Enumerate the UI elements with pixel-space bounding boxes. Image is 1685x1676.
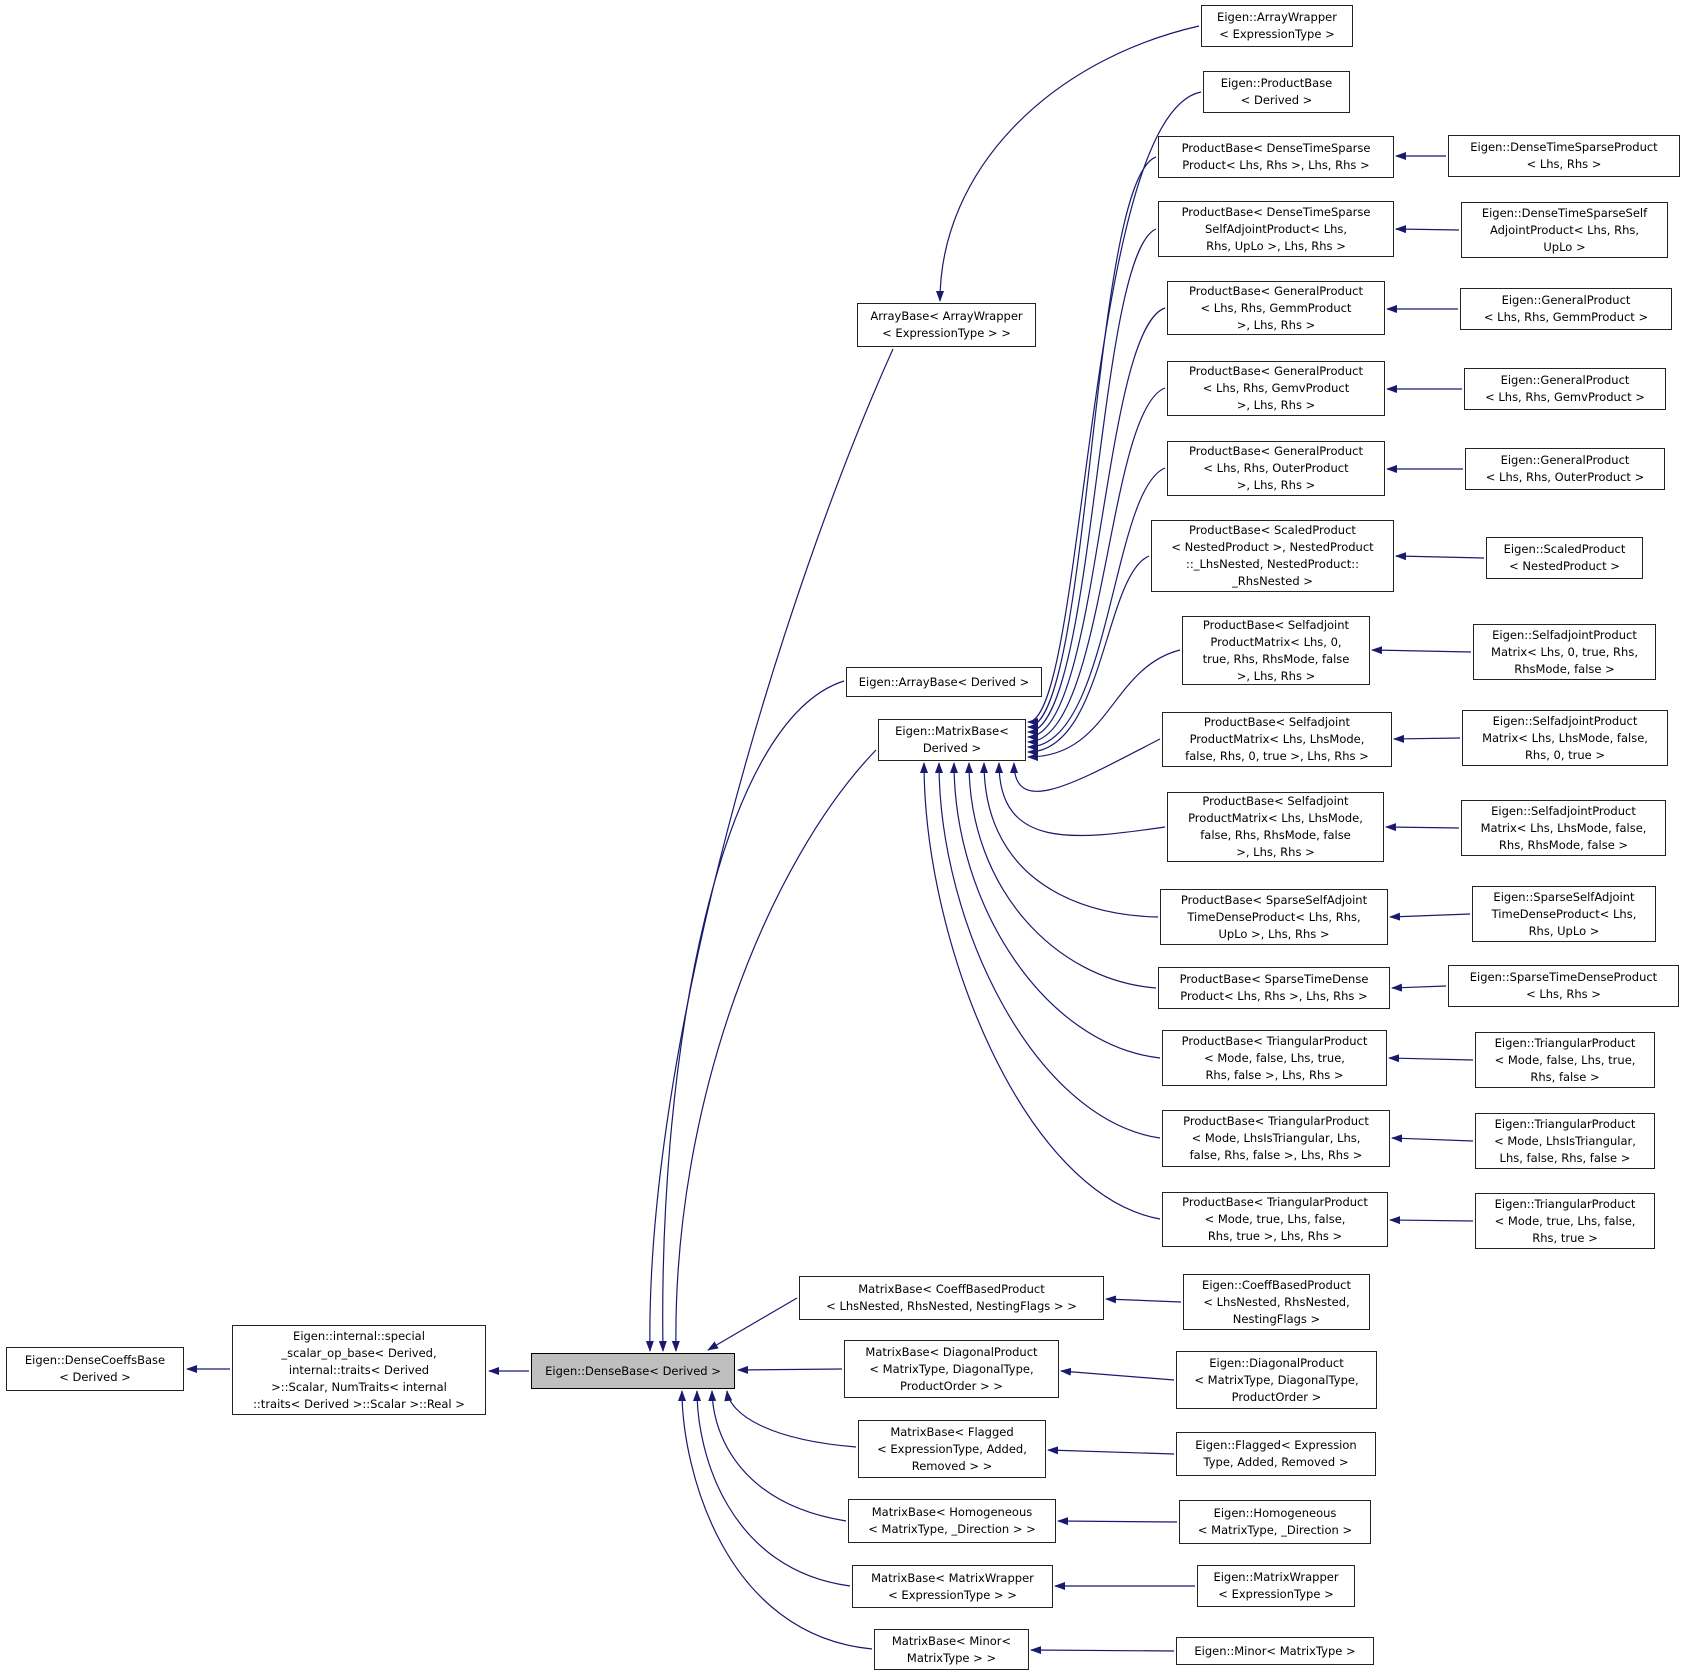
inherits-edge-coeffbasedproduct-to-matrixbase-coeffbasedproduct — [1105, 1295, 1182, 1304]
node-selfadjointproductmatrix-lhs[interactable]: Eigen::SelfadjointProduct Matrix< Lhs, L… — [1462, 710, 1668, 766]
node-matrixbase-coeffbasedproduct[interactable]: MatrixBase< CoeffBasedProduct < LhsNeste… — [799, 1276, 1104, 1320]
inherits-edge-productbase-gemm-to-matrix-base — [1027, 307, 1166, 741]
inherits-edge-triangularproduct-rhs-to-productbase-triangular-rhs — [1388, 1054, 1474, 1063]
inherits-edge-matrixbase-diagonalproduct-to-dense-base — [737, 1365, 843, 1374]
node-productbase-triangular-lhs[interactable]: ProductBase< TriangularProduct < Mode, t… — [1162, 1192, 1388, 1247]
inherits-edge-selfadjointproductmatrix-lhs-to-productbase-selfadjoint-lhs — [1393, 734, 1461, 743]
node-matrixwrapper[interactable]: Eigen::MatrixWrapper < ExpressionType > — [1197, 1565, 1355, 1607]
node-diagonalproduct[interactable]: Eigen::DiagonalProduct < MatrixType, Dia… — [1176, 1351, 1377, 1409]
node-densetimesparseselfadjointproduct[interactable]: Eigen::DenseTimeSparseSelf AdjointProduc… — [1461, 202, 1668, 258]
node-productbase-triangular-rhs[interactable]: ProductBase< TriangularProduct < Mode, f… — [1162, 1030, 1387, 1086]
node-generalproduct-gemm[interactable]: Eigen::GeneralProduct < Lhs, Rhs, GemmPr… — [1460, 288, 1672, 330]
inherits-edge-productbase-triangular-lhsist-to-matrix-base — [935, 762, 1161, 1139]
node-productbase-densetimesparse[interactable]: ProductBase< DenseTimeSparse Product< Lh… — [1158, 136, 1394, 178]
node-productbase-selfadjoint-lhs[interactable]: ProductBase< Selfadjoint ProductMatrix< … — [1162, 712, 1392, 767]
inherits-edge-arraybase-arraywrapper-to-dense-base — [645, 348, 894, 1352]
node-matrixbase-matrixwrapper[interactable]: MatrixBase< MatrixWrapper < ExpressionTy… — [852, 1565, 1053, 1608]
inherits-edge-productbase-densetimesparseselfadjoint-to-matrix-base — [1027, 228, 1157, 736]
node-matrixbase-flagged[interactable]: MatrixBase< Flagged < ExpressionType, Ad… — [858, 1420, 1046, 1478]
inherits-edge-selfadjointproductmatrix-both-to-productbase-selfadjoint-both — [1385, 823, 1460, 832]
node-flagged[interactable]: Eigen::Flagged< Expression Type, Added, … — [1176, 1432, 1376, 1476]
node-productbase-selfadjoint-both[interactable]: ProductBase< Selfadjoint ProductMatrix< … — [1167, 792, 1384, 862]
inherits-edge-productbase-selfadjoint-both-to-matrix-base — [995, 762, 1166, 837]
node-productbase-selfadjoint-rhs[interactable]: ProductBase< Selfadjoint ProductMatrix< … — [1182, 616, 1370, 685]
node-generalproduct-outer[interactable]: Eigen::GeneralProduct < Lhs, Rhs, OuterP… — [1465, 448, 1665, 490]
node-triangularproduct-lhs[interactable]: Eigen::TriangularProduct < Mode, true, L… — [1475, 1193, 1655, 1249]
inherits-edge-matrixbase-matrixwrapper-to-dense-base — [693, 1390, 851, 1587]
inherits-edge-scaledproduct-to-productbase-scaledproduct — [1395, 552, 1485, 561]
inherits-edge-sparseselfadjointtimedenseproduct-to-productbase-sparseselfadjointtimedense — [1389, 912, 1471, 921]
inherits-edge-matrixbase-coeffbasedproduct-to-dense-base — [707, 1297, 798, 1351]
node-homogeneous[interactable]: Eigen::Homogeneous < MatrixType, _Direct… — [1179, 1500, 1371, 1544]
node-matrixbase-diagonalproduct[interactable]: MatrixBase< DiagonalProduct < MatrixType… — [844, 1340, 1059, 1398]
node-array-wrapper[interactable]: Eigen::ArrayWrapper < ExpressionType > — [1201, 5, 1353, 47]
node-triangularproduct-rhs[interactable]: Eigen::TriangularProduct < Mode, false, … — [1475, 1032, 1655, 1088]
inherits-edge-productbase-selfadjoint-rhs-to-matrix-base — [1027, 649, 1181, 761]
node-matrix-base[interactable]: Eigen::MatrixBase< Derived > — [878, 719, 1026, 761]
inherits-edge-densetimesparseselfadjointproduct-to-productbase-densetimesparseselfadjoint — [1395, 225, 1460, 234]
inherits-edge-productbase-gemv-to-matrix-base — [1027, 387, 1166, 746]
inherits-edge-matrixbase-minor-to-dense-base — [678, 1390, 873, 1650]
node-generalproduct-gemv[interactable]: Eigen::GeneralProduct < Lhs, Rhs, GemvPr… — [1464, 368, 1666, 410]
inherits-edge-productbase-densetimesparse-to-matrix-base — [1027, 156, 1157, 731]
node-densetimesparseproduct[interactable]: Eigen::DenseTimeSparseProduct < Lhs, Rhs… — [1448, 135, 1680, 177]
inherits-edge-array-base-to-dense-base — [658, 680, 845, 1352]
node-matrixbase-homogeneous[interactable]: MatrixBase< Homogeneous < MatrixType, _D… — [848, 1499, 1056, 1543]
inherits-edge-minor-to-matrixbase-minor — [1030, 1646, 1175, 1655]
inherits-edge-diagonalproduct-to-matrixbase-diagonalproduct — [1060, 1367, 1175, 1381]
node-selfadjointproductmatrix-rhs[interactable]: Eigen::SelfadjointProduct Matrix< Lhs, 0… — [1473, 624, 1656, 680]
inherits-edge-selfadjointproductmatrix-rhs-to-productbase-selfadjoint-rhs — [1371, 646, 1472, 655]
inherits-edge-flagged-to-matrixbase-flagged — [1047, 1446, 1175, 1455]
node-dense-base[interactable]: Eigen::DenseBase< Derived > — [531, 1353, 735, 1389]
node-productbase-outer[interactable]: ProductBase< GeneralProduct < Lhs, Rhs, … — [1167, 441, 1385, 496]
inherits-edge-productbase-triangular-rhs-to-matrix-base — [950, 762, 1161, 1059]
node-special-scalar-op-base[interactable]: Eigen::internal::special _scalar_op_base… — [232, 1325, 486, 1415]
node-product-base[interactable]: Eigen::ProductBase < Derived > — [1203, 71, 1350, 113]
node-matrixbase-minor[interactable]: MatrixBase< Minor< MatrixType > > — [874, 1629, 1029, 1670]
node-productbase-sparsetimedense[interactable]: ProductBase< SparseTimeDense Product< Lh… — [1158, 967, 1390, 1009]
inherits-edge-productbase-scaledproduct-to-matrix-base — [1027, 555, 1150, 756]
node-dense-coeffs-base[interactable]: Eigen::DenseCoeffsBase < Derived > — [6, 1347, 184, 1391]
node-scaledproduct[interactable]: Eigen::ScaledProduct < NestedProduct > — [1486, 537, 1643, 579]
node-triangularproduct-lhsist[interactable]: Eigen::TriangularProduct < Mode, LhsIsTr… — [1475, 1113, 1655, 1169]
inherits-edge-triangularproduct-lhsist-to-productbase-triangular-lhsist — [1391, 1134, 1474, 1143]
inherits-edge-matrix-base-to-dense-base — [671, 749, 877, 1352]
node-minor[interactable]: Eigen::Minor< MatrixType > — [1176, 1637, 1374, 1665]
node-productbase-densetimesparseselfadjoint[interactable]: ProductBase< DenseTimeSparse SelfAdjoint… — [1158, 201, 1394, 257]
inherits-edge-productbase-sparseselfadjointtimedense-to-matrix-base — [980, 762, 1159, 918]
node-array-base[interactable]: Eigen::ArrayBase< Derived > — [846, 667, 1042, 697]
node-productbase-gemm[interactable]: ProductBase< GeneralProduct < Lhs, Rhs, … — [1167, 281, 1385, 335]
inherits-edge-productbase-sparsetimedense-to-matrix-base — [965, 762, 1157, 989]
node-arraybase-arraywrapper[interactable]: ArrayBase< ArrayWrapper < ExpressionType… — [857, 303, 1036, 347]
node-productbase-scaledproduct[interactable]: ProductBase< ScaledProduct < NestedProdu… — [1151, 520, 1394, 592]
inherits-edge-sparsetimedenseproduct-to-productbase-sparsetimedense — [1391, 983, 1447, 992]
inherits-edge-matrixbase-homogeneous-to-dense-base — [708, 1390, 847, 1522]
node-selfadjointproductmatrix-both[interactable]: Eigen::SelfadjointProduct Matrix< Lhs, L… — [1461, 800, 1666, 856]
inherits-edge-productbase-outer-to-matrix-base — [1027, 467, 1166, 751]
node-productbase-gemv[interactable]: ProductBase< GeneralProduct < Lhs, Rhs, … — [1167, 361, 1385, 416]
inherits-edge-productbase-triangular-lhs-to-matrix-base — [920, 762, 1161, 1220]
node-sparsetimedenseproduct[interactable]: Eigen::SparseTimeDenseProduct < Lhs, Rhs… — [1448, 965, 1679, 1007]
node-productbase-sparseselfadjointtimedense[interactable]: ProductBase< SparseSelfAdjoint TimeDense… — [1160, 889, 1388, 945]
inherits-edge-productbase-selfadjoint-lhs-to-matrix-base — [1010, 738, 1161, 792]
inherits-edge-triangularproduct-lhs-to-productbase-triangular-lhs — [1389, 1216, 1474, 1225]
inherits-edge-homogeneous-to-matrixbase-homogeneous — [1057, 1517, 1178, 1526]
node-sparseselfadjointtimedenseproduct[interactable]: Eigen::SparseSelfAdjoint TimeDenseProduc… — [1472, 886, 1656, 942]
node-coeffbasedproduct[interactable]: Eigen::CoeffBasedProduct < LhsNested, Rh… — [1183, 1274, 1370, 1330]
inherits-edge-matrixbase-flagged-to-dense-base — [724, 1390, 857, 1448]
node-productbase-triangular-lhsist[interactable]: ProductBase< TriangularProduct < Mode, L… — [1162, 1110, 1390, 1167]
